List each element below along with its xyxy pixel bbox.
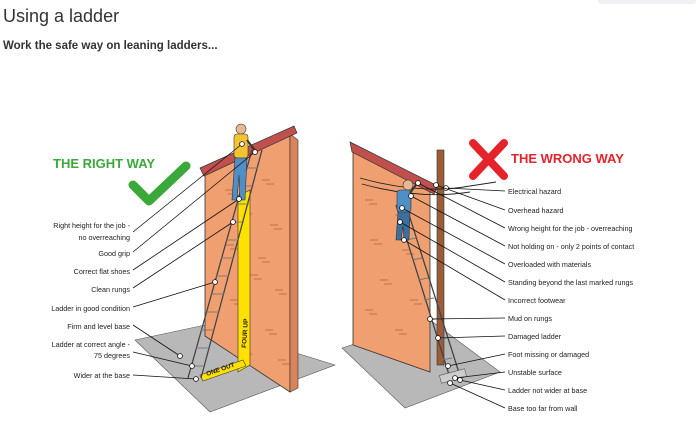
page-title: Using a ladder (3, 6, 120, 26)
label-clean-rungs: Clean rungs (91, 285, 130, 294)
label-good-grip: Good grip (98, 249, 130, 258)
wrong-worker (395, 179, 419, 241)
right-wall-side (289, 133, 299, 393)
label-no-overreaching: no overreaching (78, 233, 130, 242)
right-way-heading: THE RIGHT WAY (53, 156, 155, 171)
one-out-marker (199, 359, 247, 382)
cross-icon (469, 139, 508, 180)
label-right-height: Right height for the job - (53, 221, 130, 230)
wrong-way-leader-lines (397, 180, 506, 409)
label-correct-angle: Ladder at correct angle - (52, 340, 131, 349)
wrong-roof-edge (349, 141, 439, 195)
label-overhead-hazard: Overhead hazard (508, 206, 564, 215)
label-not-wider: Ladder not wider at base (508, 386, 587, 395)
utility-pole (436, 149, 445, 366)
label-good-condition: Ladder in good condition (51, 304, 130, 313)
label-damaged-ladder: Damaged ladder (508, 332, 562, 341)
right-way-labels: Right height for the job - no overreachi… (51, 221, 130, 380)
label-flat-shoes: Correct flat shoes (74, 267, 131, 276)
label-beyond-rungs: Standing beyond the last marked rungs (508, 278, 633, 287)
wrong-way-illustration (341, 141, 501, 409)
label-overloaded: Overloaded with materials (508, 260, 591, 269)
check-icon (128, 161, 191, 206)
four-up-marker (237, 189, 251, 373)
label-mud-on-rungs: Mud on rungs (508, 314, 552, 323)
label-incorrect-footwear: Incorrect footwear (508, 296, 566, 305)
four-up-label: FOUR UP (241, 318, 250, 348)
wrong-way-heading: THE WRONG WAY (511, 151, 624, 166)
label-firm-base: Firm and level base (67, 322, 130, 331)
page-subtitle: Work the safe way on leaning ladders... (3, 40, 218, 52)
label-wrong-height: Wrong height for the job - overreaching (508, 224, 633, 233)
label-unstable-surface: Unstable surface (508, 368, 562, 377)
label-base-too-far: Base too far from wall (508, 404, 578, 413)
label-wider-base: Wider at the base (74, 371, 130, 380)
scrollbar-thumb[interactable] (598, 0, 696, 4)
right-way-leader-lines (132, 141, 258, 382)
right-roof-edge (199, 125, 298, 177)
label-not-holding-on: Not holding on - only 2 points of contac… (508, 242, 634, 251)
wrong-way-labels: Electrical hazard Overhead hazard Wrong … (508, 187, 634, 413)
label-electrical-hazard: Electrical hazard (508, 187, 561, 196)
label-75-degrees: 75 degrees (94, 351, 130, 360)
right-way-illustration: FOUR UP ONE OUT (134, 123, 336, 413)
label-foot-missing: Foot missing or damaged (508, 350, 589, 359)
